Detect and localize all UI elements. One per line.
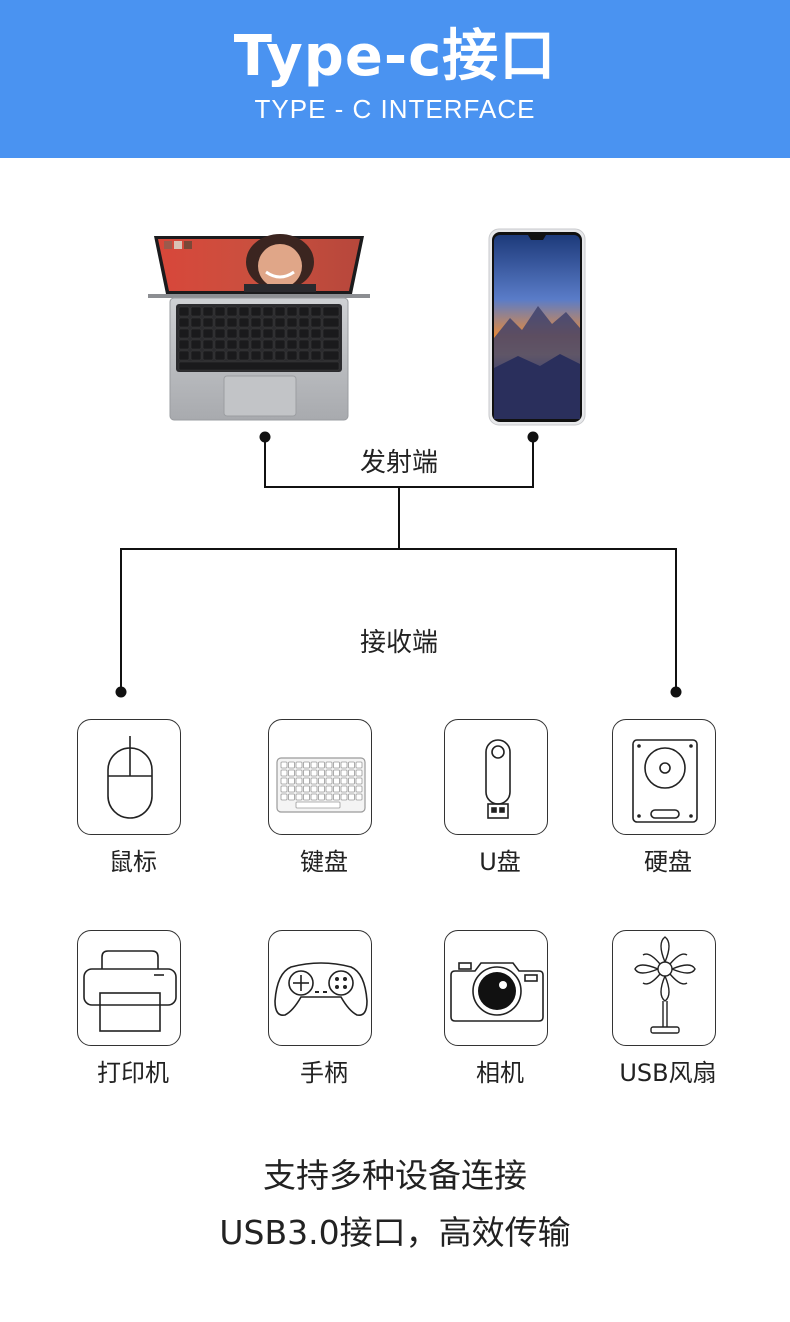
- page-subtitle: TYPE - C INTERFACE: [254, 94, 536, 124]
- receiver-label-printer: 打印机: [97, 1059, 169, 1087]
- keyboard-icon: [276, 757, 366, 813]
- gamepad-icon: [274, 962, 368, 1017]
- phone-connector-dot: [527, 431, 539, 443]
- laptop-icon: [148, 234, 370, 421]
- camera-icon: [450, 962, 544, 1022]
- receiver-label-usb-drive: U盘: [479, 848, 521, 876]
- receiver-label-camera: 相机: [476, 1059, 524, 1087]
- receiver-label-fan: USB风扇: [619, 1059, 717, 1087]
- receiver-card-hard-drive: [612, 719, 716, 835]
- right-receiver-dot: [670, 686, 682, 698]
- fan-icon: [634, 936, 696, 1034]
- mouse-icon: [107, 736, 153, 819]
- connection-diagram: [115, 431, 682, 698]
- footer-line-devices: 支持多种设备连接: [263, 1156, 527, 1195]
- footer-line-transfer: USB3.0接口，高效传输: [219, 1213, 571, 1252]
- receiver-card-camera: [444, 930, 548, 1046]
- header-banner: Type-c接口 TYPE - C INTERFACE: [0, 0, 790, 158]
- receiver-label-gamepad: 手柄: [300, 1059, 348, 1087]
- receiver-card-keyboard: [268, 719, 372, 835]
- receiver-label-mouse: 鼠标: [109, 848, 157, 876]
- receiver-card-usb-drive: [444, 719, 548, 835]
- receiver-card-gamepad: [268, 930, 372, 1046]
- printer-icon: [83, 950, 177, 1032]
- receiver-card-mouse: [77, 719, 181, 835]
- receiver-bracket-line: [120, 548, 677, 692]
- page-title: Type-c接口: [233, 24, 557, 89]
- receiver-label-hard-drive: 硬盘: [644, 848, 692, 876]
- receiver-label-keyboard: 键盘: [300, 848, 348, 876]
- phone-icon: [488, 228, 586, 426]
- hard-drive-icon: [632, 739, 698, 823]
- receiver-card-printer: [77, 930, 181, 1046]
- receiver-label: 接收端: [359, 628, 438, 658]
- laptop-connector-dot: [259, 431, 271, 443]
- usb-drive-icon: [485, 739, 511, 819]
- left-receiver-dot: [115, 686, 127, 698]
- sender-label: 发射端: [359, 448, 438, 478]
- receiver-card-fan: [612, 930, 716, 1046]
